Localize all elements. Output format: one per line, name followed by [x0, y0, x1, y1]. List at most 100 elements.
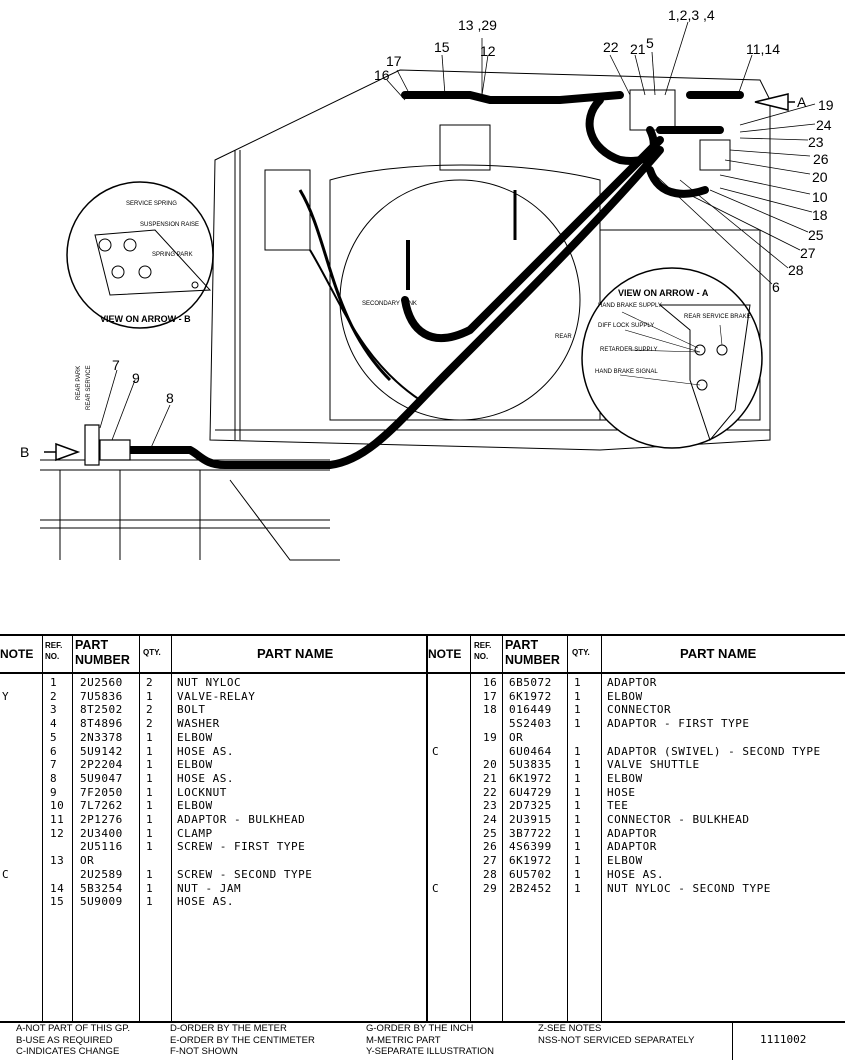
callout-10: 10	[812, 189, 828, 205]
legend-col-4: Z-SEE NOTES NSS-NOT SERVICED SEPARATELY	[538, 1023, 694, 1046]
cell-qty: 1	[146, 840, 154, 854]
callout-21: 21	[630, 41, 646, 57]
header-part-number: PART NUMBER	[75, 638, 130, 667]
cell-ref: 22	[483, 785, 498, 799]
cell-name: ADAPTOR - BULKHEAD	[177, 813, 306, 826]
cell-pn: 5U9047	[80, 771, 123, 785]
cell-name: ADAPTOR	[607, 826, 657, 840]
cell-ref: 27	[483, 854, 498, 868]
cell-pn: 6U5702	[509, 867, 552, 881]
document-number: 1111002	[760, 1033, 807, 1046]
cell-ref: 29	[483, 881, 498, 895]
cell-note: Y	[2, 689, 10, 703]
cell-ref: 9	[50, 785, 58, 799]
cell-pn: 2U3400	[80, 826, 123, 840]
cell-ref: 8	[50, 771, 58, 785]
view-a-label-2: DIFF LOCK SUPPLY	[598, 323, 654, 329]
cell-name: NUT - JAM	[177, 881, 242, 895]
table-header-left: NOTE REF. NO. PART NUMBER QTY. PART NAME	[0, 636, 426, 674]
callout-8: 8	[166, 390, 174, 406]
cell-qty: 1	[574, 854, 582, 868]
legend-item: M-METRIC PART	[366, 1034, 441, 1046]
legend-item: A-NOT PART OF THIS GP.	[16, 1023, 131, 1034]
cell-ref: 28	[483, 867, 498, 881]
legend-footer: A-NOT PART OF THIS GP. B-USE AS REQUIRED…	[0, 1021, 845, 1060]
cell-pn: 3B7722	[509, 826, 552, 840]
cell-qty: 1	[574, 785, 582, 799]
callout-13-29: 13 ,29	[458, 17, 497, 33]
cell-pn: 4S6399	[509, 840, 552, 854]
cell-qty: 1	[146, 813, 154, 826]
cell-name: ADAPTOR	[607, 676, 657, 689]
cell-ref: 25	[483, 826, 498, 840]
callout-28: 28	[788, 262, 804, 278]
cell-qty: 1	[574, 703, 582, 717]
callout-12: 12	[480, 43, 496, 59]
cell-name: LOCKNUT	[177, 785, 227, 799]
cell-name: HOSE AS.	[177, 744, 234, 758]
cell-qty: 1	[574, 758, 582, 772]
cell-qty: 1	[146, 867, 154, 881]
cell-name: ADAPTOR	[607, 840, 657, 854]
cell-ref: 14	[50, 881, 65, 895]
cell-name: WASHER	[177, 717, 220, 731]
cell-qty: 1	[146, 730, 154, 744]
callout-27: 27	[800, 245, 816, 261]
header-part-name: PART NAME	[257, 646, 334, 661]
cell-pn: 2N3378	[80, 730, 123, 744]
cell-pn: 2U3915	[509, 813, 552, 826]
cell-ref: 11	[50, 813, 65, 826]
cell-ref: 16	[483, 676, 498, 689]
cell-name: VALVE SHUTTLE	[607, 758, 700, 772]
view-b-label-1: SUSPENSION RAISE	[140, 222, 199, 228]
cell-ref: 20	[483, 758, 498, 772]
cell-qty: 1	[574, 840, 582, 854]
cell-name: ELBOW	[177, 799, 213, 813]
cell-note: C	[432, 744, 440, 758]
cell-pn: 2U2560	[80, 676, 123, 689]
cell-pn: 7F2050	[80, 785, 123, 799]
legend-col-1: A-NOT PART OF THIS GP. B-USE AS REQUIRED…	[16, 1023, 130, 1058]
table-row: 9 7F2050 1 LOCKNUT	[0, 786, 845, 800]
cell-name: SCREW - FIRST TYPE	[177, 840, 306, 854]
cell-qty: 2	[146, 703, 154, 717]
callout-a: A	[797, 94, 807, 110]
callout-7: 7	[112, 357, 120, 373]
cell-qty: 1	[146, 689, 154, 703]
cell-name: CLAMP	[177, 826, 213, 840]
bulkhead-fitting	[84, 424, 100, 466]
cell-pn: 2U5116	[80, 840, 123, 854]
cell-pn: 7L7262	[80, 799, 123, 813]
cell-pn: 2P2204	[80, 758, 123, 772]
cell-qty: 1	[574, 689, 582, 703]
cell-qty: 2	[146, 717, 154, 731]
cell-name: HOSE AS.	[177, 895, 234, 909]
cell-ref: 19	[483, 730, 498, 744]
callout-25: 25	[808, 227, 824, 243]
cell-ref: 21	[483, 771, 498, 785]
view-b-title: VIEW ON ARROW - B	[100, 314, 191, 324]
cell-name: ELBOW	[607, 771, 643, 785]
side-label-rear-park: REAR PARK	[76, 366, 82, 400]
cell-ref: 4	[50, 717, 58, 731]
header-ref-no: REF. NO.	[45, 641, 63, 661]
header-qty: QTY.	[143, 648, 161, 657]
cell-name: ELBOW	[607, 689, 643, 703]
side-label-rear-service: REAR SERVICE	[86, 365, 92, 410]
cell-pn: 8T2502	[80, 703, 123, 717]
